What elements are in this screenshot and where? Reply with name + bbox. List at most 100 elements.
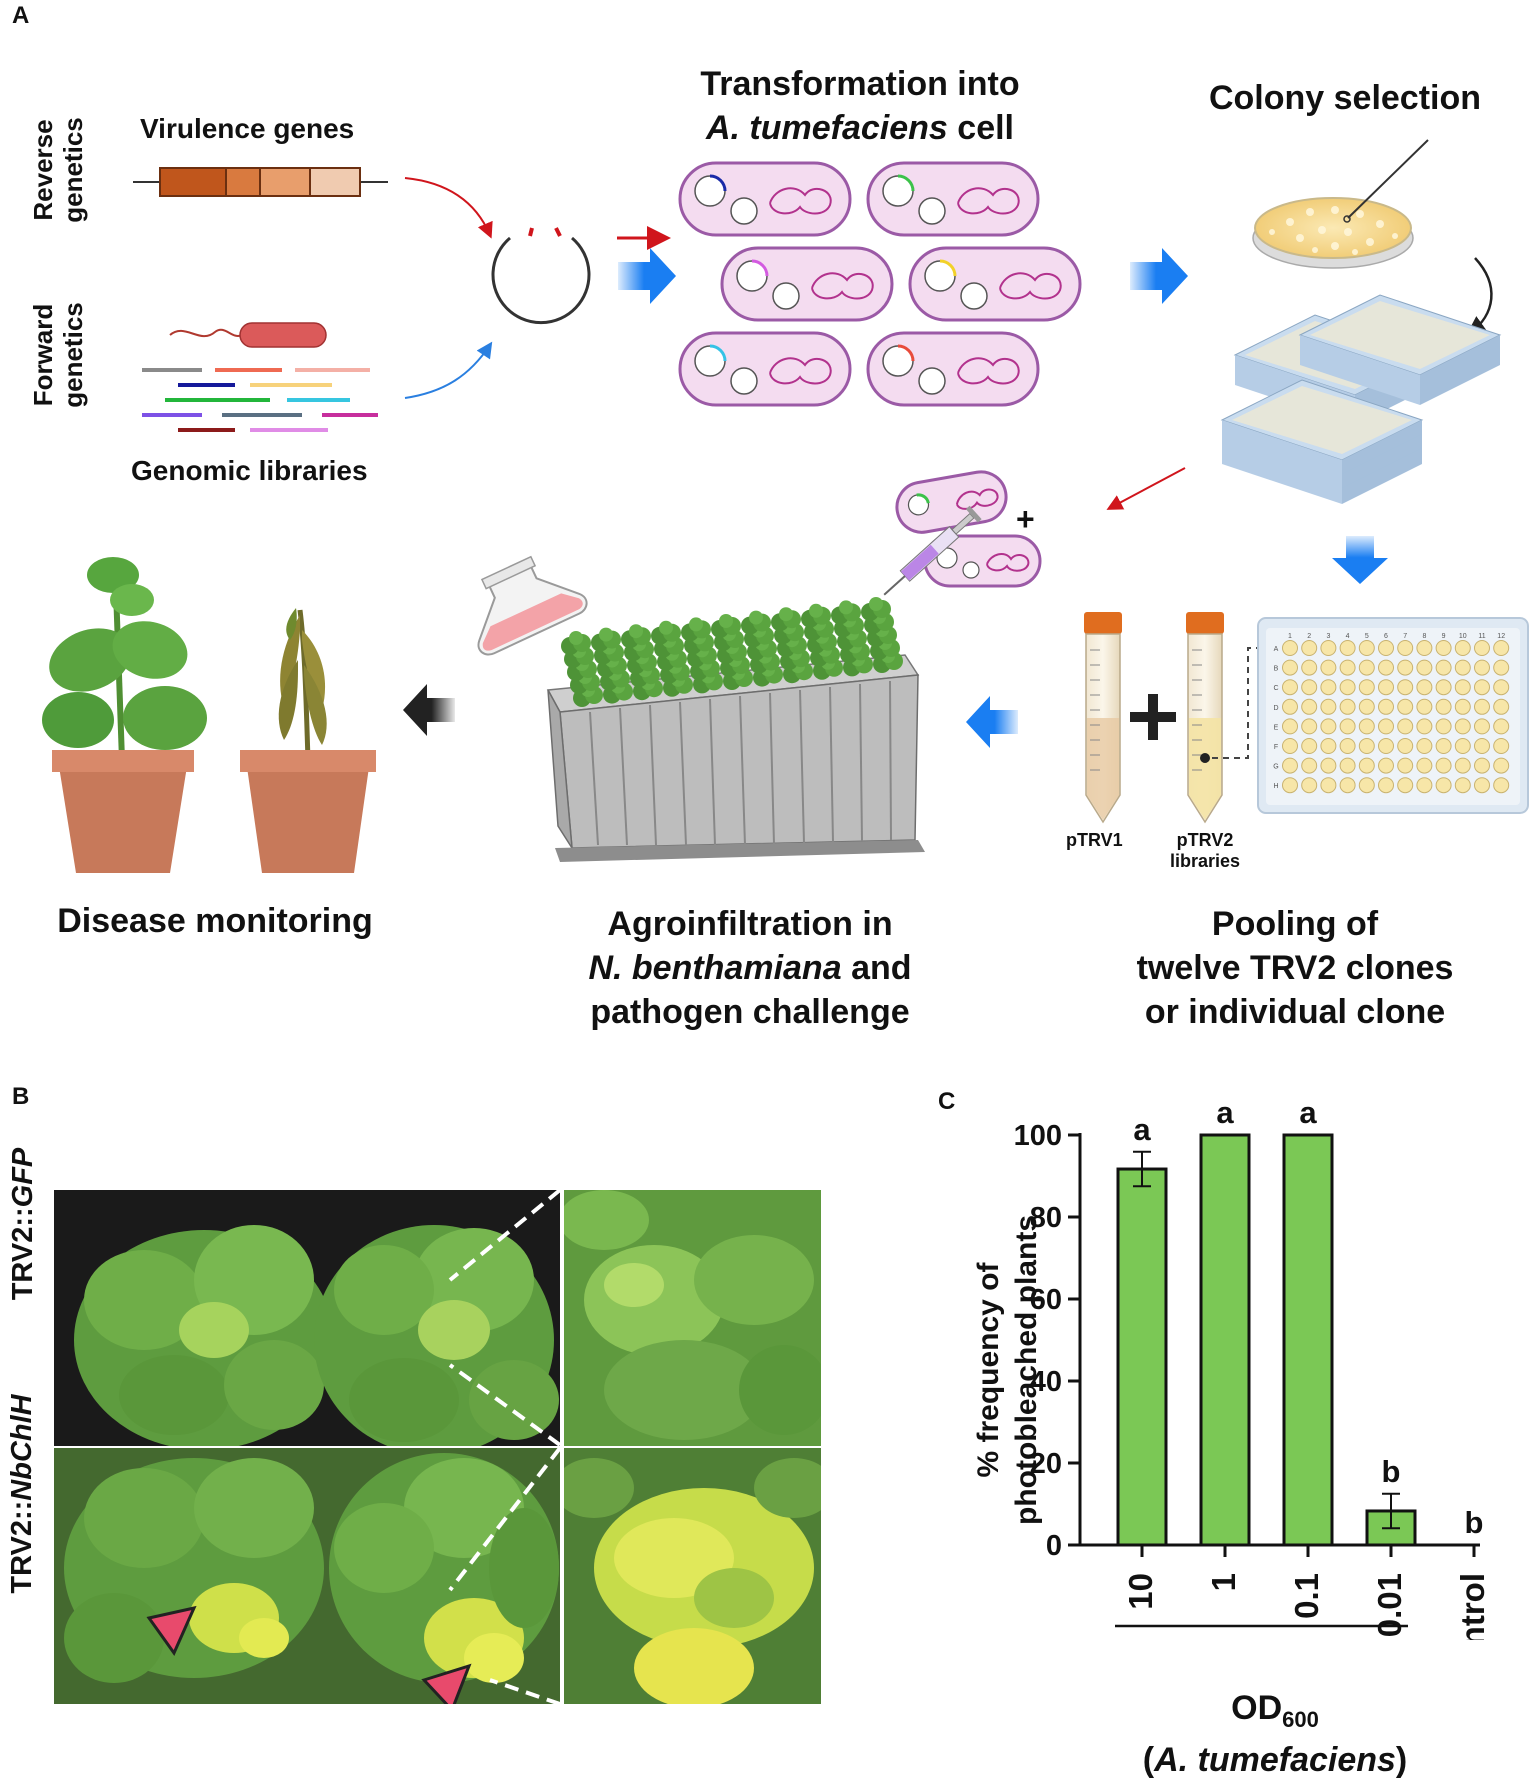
plate-well xyxy=(1493,698,1510,715)
tray-plant-leaf xyxy=(809,603,823,618)
significance-letter: a xyxy=(1299,1095,1317,1130)
plate-well xyxy=(1435,679,1452,696)
y-tick-label: 100 xyxy=(1014,1120,1062,1152)
plate-well xyxy=(1454,640,1471,656)
plate-well xyxy=(1378,640,1394,656)
tray-plant-leaf xyxy=(869,597,883,611)
agroinfiltration-title: Agroinfiltration in N. benthamiana and p… xyxy=(588,905,912,1032)
plate-well xyxy=(1397,738,1414,754)
plate-well xyxy=(1339,698,1356,715)
tube-ptrv1 xyxy=(1084,612,1122,824)
photo-zoom-gfp xyxy=(564,1190,821,1446)
tray-plant-leaf xyxy=(629,624,643,639)
plate-well xyxy=(1416,757,1433,774)
plate-well xyxy=(1378,777,1394,794)
x-category-label: 10 xyxy=(1122,1573,1159,1610)
tray-plants xyxy=(561,597,903,707)
plate-well xyxy=(1282,640,1298,656)
plate-well xyxy=(1474,698,1490,715)
plate-well xyxy=(1397,718,1414,735)
plate-well xyxy=(1339,757,1356,774)
plate-row-label: D xyxy=(1273,705,1278,712)
arrowhead-marker-2 xyxy=(421,1663,472,1704)
significance-letter: b xyxy=(1465,1505,1484,1540)
plate-well xyxy=(1358,698,1375,715)
blue-arrow-down xyxy=(1332,536,1388,584)
plate-well xyxy=(1435,718,1452,735)
plate-col-label: 11 xyxy=(1478,633,1485,640)
plate-well xyxy=(1454,718,1471,735)
significance-letter: a xyxy=(1216,1095,1234,1130)
plate-well xyxy=(1301,718,1318,735)
plate-well xyxy=(1378,718,1394,735)
plate-well xyxy=(1320,738,1337,754)
plate-well xyxy=(1339,659,1356,676)
plate-well xyxy=(1474,777,1490,794)
tray-plant-leaf xyxy=(779,607,793,622)
plate-row-label: A xyxy=(1274,646,1279,653)
colony-selection-title: Colony selection xyxy=(1208,79,1482,117)
plate-well xyxy=(1493,659,1510,676)
plate-row-label: H xyxy=(1273,783,1278,790)
plate-well xyxy=(1358,679,1375,696)
plate-well xyxy=(1454,679,1471,696)
black-arrow-left xyxy=(403,684,455,736)
syringe-icon xyxy=(883,505,982,596)
photo-zoom-nbchlh xyxy=(564,1448,821,1704)
plate-well xyxy=(1474,738,1490,754)
plate-well xyxy=(1320,640,1337,656)
svg-text:+: + xyxy=(1016,501,1035,537)
tray-plant-leaf xyxy=(749,610,763,625)
plate-well xyxy=(1435,757,1452,774)
plate-well xyxy=(1320,777,1337,794)
panel-b-letter: B xyxy=(12,1083,30,1110)
petri-dish xyxy=(1252,139,1429,269)
plate-well xyxy=(1454,738,1471,754)
plate-well xyxy=(1358,738,1375,754)
plate-well xyxy=(1378,679,1394,696)
plate-well xyxy=(1416,738,1433,754)
plate-col-label: 4 xyxy=(1346,633,1350,640)
wilted-plant xyxy=(240,608,376,873)
plate-well xyxy=(1454,757,1471,774)
plate-row-label: G xyxy=(1273,764,1278,771)
plate-well xyxy=(1416,640,1433,656)
plate-col-label: 9 xyxy=(1442,633,1446,640)
plate-well xyxy=(1301,738,1318,754)
plate-well xyxy=(1416,659,1433,676)
plate-well xyxy=(1416,698,1433,715)
y-tick-label: 80 xyxy=(1030,1202,1062,1234)
plate-well xyxy=(1301,679,1318,696)
plate-well xyxy=(1493,640,1510,656)
coinfiltration-cells xyxy=(895,470,1042,588)
plate-well xyxy=(1454,777,1471,794)
tray-plant-leaf xyxy=(839,600,853,615)
plate-well xyxy=(1282,659,1298,676)
plate-well xyxy=(1301,777,1318,794)
genomic-library-lines xyxy=(142,368,378,432)
blue-arrow-left xyxy=(966,696,1018,748)
plate-well xyxy=(1378,757,1394,774)
plate-well xyxy=(1358,757,1375,774)
significance-letter: b xyxy=(1382,1454,1401,1489)
agro-cells xyxy=(678,161,1082,407)
plate-col-label: 3 xyxy=(1326,633,1330,640)
plate-col-label: 7 xyxy=(1403,633,1407,640)
plate-well xyxy=(1474,679,1490,696)
plate-well xyxy=(1378,738,1394,754)
disease-monitoring-title: Disease monitoring xyxy=(57,902,373,940)
plate-well xyxy=(1397,777,1414,794)
bar xyxy=(1199,1133,1251,1547)
plate-well xyxy=(1493,777,1510,794)
x-category-label: Control xyxy=(1454,1573,1491,1640)
plate-well xyxy=(1397,659,1414,676)
plate-col-label: 2 xyxy=(1307,633,1311,640)
panel-c-letter: C xyxy=(938,1088,956,1115)
plate-well xyxy=(1493,679,1510,696)
plate-well xyxy=(1320,659,1337,676)
plate-well xyxy=(1435,659,1452,676)
tray-plant-leaf xyxy=(599,627,613,642)
